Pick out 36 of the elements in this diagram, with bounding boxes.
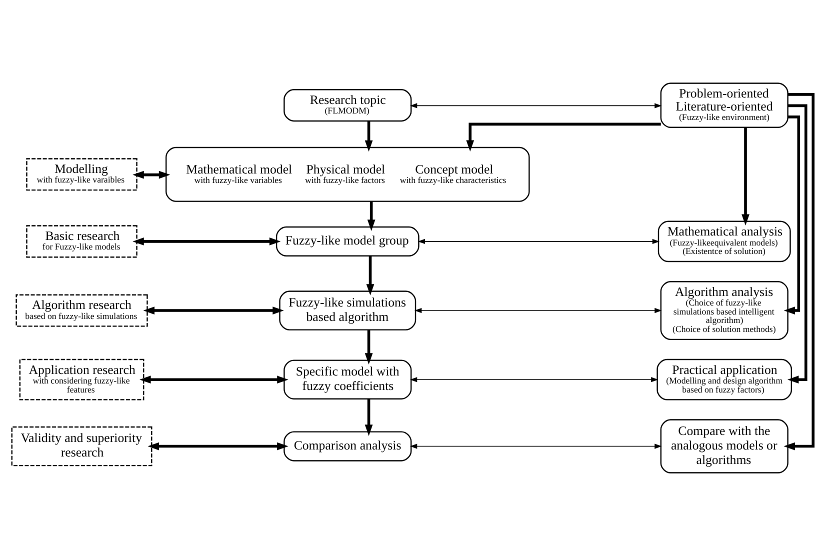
node-box: Compare with the analogous models or algorithms (660, 419, 788, 474)
arrow (787, 104, 808, 384)
arrow (784, 93, 815, 450)
arrow (410, 444, 662, 449)
node-box: Fuzzy-like model group (276, 226, 420, 257)
node-box: Basic research for Fuzzy-like models (26, 225, 138, 258)
arrow (366, 256, 374, 296)
arrow (367, 202, 376, 231)
arrow (742, 127, 750, 226)
arrow (132, 238, 281, 246)
arrow (140, 376, 288, 384)
arrow (418, 238, 660, 244)
node-box: Mathematical model with fuzzy-like variables Physical model with fuzzy-like factors Concept model with fuzzy-like characteristics (166, 146, 530, 202)
arrow (364, 398, 373, 436)
node-box: Algorithm analysis (Choice of fuzzy-like simulations based intelligent algorithm) (Choice of solution methods) (660, 281, 788, 340)
node-box: Algorithm research based on fuzzy-like simulations (16, 294, 148, 327)
node-box: Modelling with fuzzy-like varaibles (26, 158, 138, 191)
node-box: Specific model with fuzzy coefficients (284, 360, 412, 400)
arrow (148, 442, 288, 450)
node-box: Validity and superiority research (11, 426, 152, 466)
node-box: Comparison analysis (284, 431, 412, 462)
arrow (143, 306, 284, 314)
arrow (410, 377, 658, 382)
node-box: Application research with considering fuzzy-like features (19, 358, 144, 400)
node-box: Fuzzy-like simulations based algorithm (279, 290, 416, 330)
arrow (414, 308, 662, 314)
arrow (364, 120, 373, 152)
node-box: Mathematical analysis (Fuzzy-likeequivalent models) (Existentce of solution) (658, 220, 791, 262)
arrow (784, 116, 800, 314)
arrow (466, 122, 661, 152)
node-box: Problem-oriented Literature-oriented (Fuzzy-like environment) (660, 82, 788, 128)
node-box: Practical application (Modelling and design algorithm based on fuzzy factors) (656, 358, 792, 400)
arrow (410, 103, 662, 108)
arrow (364, 330, 373, 364)
arrow (132, 170, 170, 179)
node-box: Research topic (FLMODM) (284, 89, 412, 122)
